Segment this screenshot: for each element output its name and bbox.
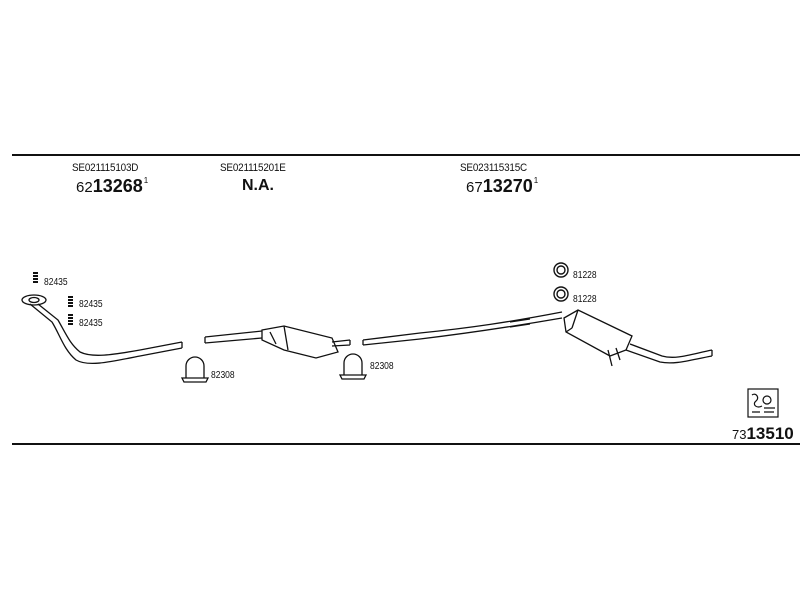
status-not-available: N.A. [242,177,274,194]
ring-label-2: 81228 [573,294,597,305]
part-number-rear-silencer: SE023115315C [460,162,528,174]
bolt-label-1: 82435 [44,277,68,288]
sealing-ring-2 [553,286,569,302]
clamp-label-2: 82308 [370,361,394,372]
instructions-sheet-icon [747,388,779,418]
bolt-label-3: 82435 [79,318,103,329]
bottom-rule [12,443,800,445]
rear-pipe [362,311,563,346]
top-rule [12,154,800,156]
front-flange [21,294,47,306]
ring-label-1: 81228 [573,270,597,281]
bolt-label-2: 82435 [79,299,103,310]
order-code-rear-silencer: 67132701 [466,176,539,196]
rear-silencer [563,309,713,367]
middle-silencer [204,325,351,359]
clamp-2 [338,353,368,380]
part-number-middle-silencer: SE021115201E [220,162,286,174]
sealing-ring-1 [553,262,569,278]
bolt-icon-3 [68,314,73,326]
clamp-label-1: 82308 [211,370,235,381]
order-code-front-pipe: 62132681 [76,176,149,196]
clamp-1 [180,356,210,383]
bolt-icon-1 [33,272,38,284]
bolt-icon-2 [68,296,73,308]
part-number-front-pipe: SE021115103D [72,162,139,174]
front-pipe [29,303,183,365]
kit-order-code: 7313510 [732,424,794,443]
